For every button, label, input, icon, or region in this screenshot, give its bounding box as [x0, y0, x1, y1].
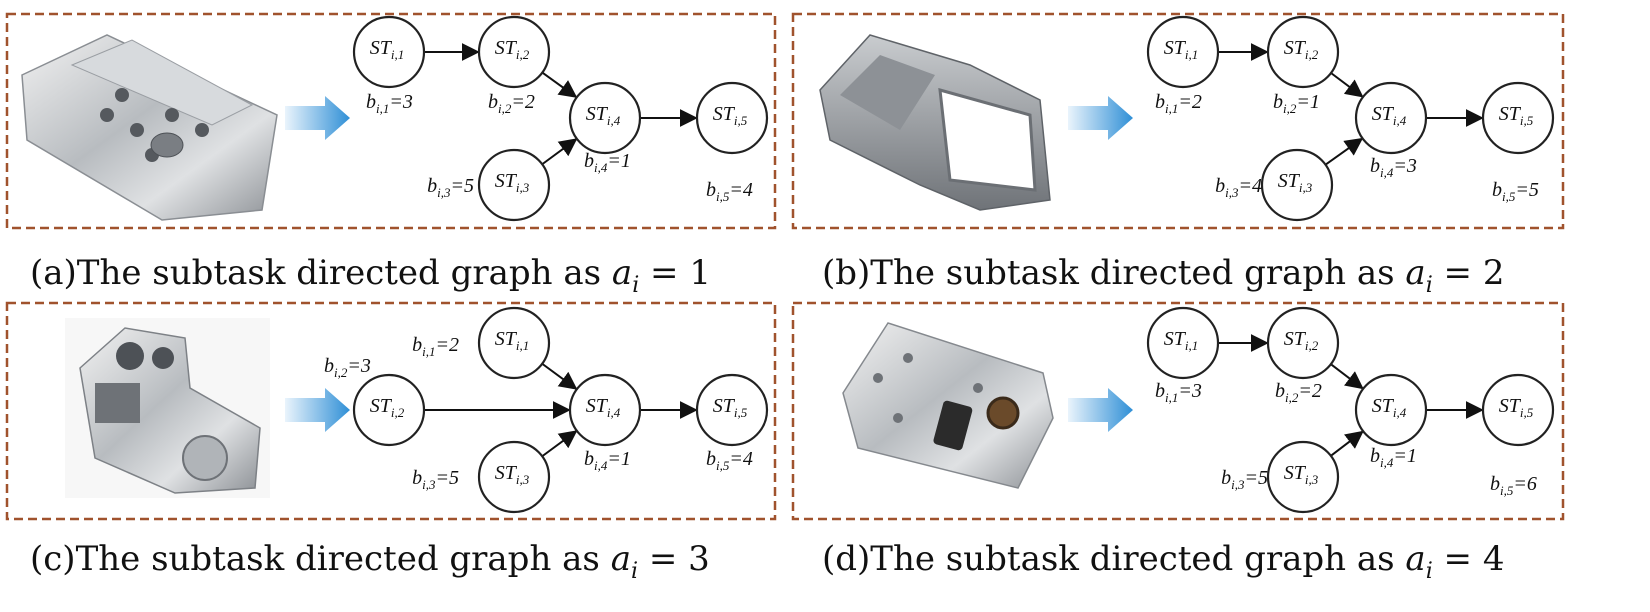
graph-edge — [541, 362, 578, 390]
panel-frame — [791, 12, 1565, 230]
node-st-i-3: STi,3 — [477, 440, 551, 514]
node-bound-label: bi,1=2 — [1155, 91, 1202, 116]
panel-caption: (d)The subtask directed graph as ai = 4 — [822, 539, 1504, 584]
node-label: STi,3 — [495, 170, 530, 195]
node-label: STi,3 — [495, 462, 530, 487]
node-bound-label: bi,3=5 — [1221, 467, 1268, 492]
panel-caption: (b)The subtask directed graph as ai = 2 — [822, 253, 1504, 298]
node-st-i-3: STi,3 — [1260, 148, 1334, 222]
node-label: STi,2 — [1284, 328, 1319, 353]
oil-pan-photo — [800, 20, 1055, 220]
panel-frame — [5, 12, 777, 230]
node-label: STi,2 — [495, 37, 530, 62]
node-st-i-5: STi,5 — [1481, 373, 1555, 447]
node-bound-label: bi,3=5 — [412, 467, 459, 492]
node-bound-label: bi,2=1 — [1273, 91, 1320, 116]
node-st-i-5: STi,5 — [1481, 81, 1555, 155]
graph-edge — [541, 430, 578, 458]
graph-edge — [541, 138, 578, 166]
panel-caption: (a)The subtask directed graph as ai = 1 — [30, 253, 711, 298]
node-st-i-1: STi,1 — [1146, 15, 1220, 89]
panel-frame — [5, 301, 777, 521]
node-bound-label: bi,1=3 — [366, 91, 413, 116]
node-label: STi,1 — [1164, 328, 1199, 353]
node-label: STi,2 — [1284, 37, 1319, 62]
node-st-i-4: STi,4 — [1354, 81, 1428, 155]
node-st-i-4: STi,4 — [1354, 373, 1428, 447]
node-st-i-4: STi,4 — [568, 81, 642, 155]
node-st-i-2: STi,2 — [352, 373, 426, 447]
panel-caption: (c)The subtask directed graph as ai = 3 — [30, 539, 710, 584]
node-st-i-4: STi,4 — [568, 373, 642, 447]
node-bound-label: bi,5=5 — [1492, 179, 1539, 204]
node-st-i-1: STi,1 — [352, 15, 426, 89]
node-bound-label: bi,5=4 — [706, 448, 753, 473]
node-st-i-2: STi,2 — [477, 15, 551, 89]
node-bound-label: bi,5=4 — [706, 179, 753, 204]
node-st-i-2: STi,2 — [1266, 306, 1340, 380]
node-bound-label: bi,2=2 — [488, 91, 535, 116]
node-label: STi,4 — [586, 395, 621, 420]
node-st-i-3: STi,3 — [477, 148, 551, 222]
node-bound-label: bi,4=1 — [1370, 445, 1417, 470]
node-bound-label: bi,4=3 — [1370, 155, 1417, 180]
node-label: STi,1 — [495, 328, 530, 353]
node-bound-label: bi,3=4 — [1215, 175, 1262, 200]
node-bound-label: bi,2=2 — [1275, 380, 1322, 405]
transition-arrow-icon — [285, 388, 350, 432]
node-st-i-5: STi,5 — [695, 81, 769, 155]
timing-chain-cover-photo — [838, 318, 1058, 498]
node-bound-label: bi,1=2 — [412, 334, 459, 359]
node-label: STi,5 — [1499, 103, 1534, 128]
cylinder-head-cover-photo — [12, 20, 287, 221]
node-bound-label: bi,4=1 — [584, 150, 631, 175]
graph-edge — [541, 71, 578, 98]
node-label: STi,5 — [713, 395, 748, 420]
node-label: STi,4 — [1372, 103, 1407, 128]
node-label: STi,2 — [370, 395, 405, 420]
node-bound-label: bi,2=3 — [324, 355, 371, 380]
node-label: STi,1 — [370, 37, 405, 62]
node-st-i-3: STi,3 — [1266, 440, 1340, 514]
node-label: STi,4 — [586, 103, 621, 128]
graph-edge — [1324, 137, 1364, 166]
node-st-i-1: STi,1 — [477, 306, 551, 380]
node-label: STi,3 — [1278, 170, 1313, 195]
graph-edge — [1330, 430, 1364, 457]
node-bound-label: bi,1=3 — [1155, 380, 1202, 405]
transition-arrow-icon — [1068, 388, 1133, 432]
panel-frame — [791, 301, 1565, 521]
node-label: STi,1 — [1164, 37, 1199, 62]
graph-edge — [1330, 363, 1364, 390]
node-label: STi,4 — [1372, 395, 1407, 420]
node-st-i-1: STi,1 — [1146, 306, 1220, 380]
node-bound-label: bi,4=1 — [584, 448, 631, 473]
node-label: STi,5 — [1499, 395, 1534, 420]
node-st-i-5: STi,5 — [695, 373, 769, 447]
node-label: STi,5 — [713, 103, 748, 128]
transmission-housing-photo — [65, 318, 270, 498]
node-label: STi,3 — [1284, 462, 1319, 487]
node-bound-label: bi,3=5 — [427, 175, 474, 200]
graph-edge — [1330, 72, 1364, 98]
transition-arrow-icon — [285, 96, 350, 140]
node-st-i-2: STi,2 — [1266, 15, 1340, 89]
node-bound-label: bi,5=6 — [1490, 473, 1537, 498]
transition-arrow-icon — [1068, 96, 1133, 140]
